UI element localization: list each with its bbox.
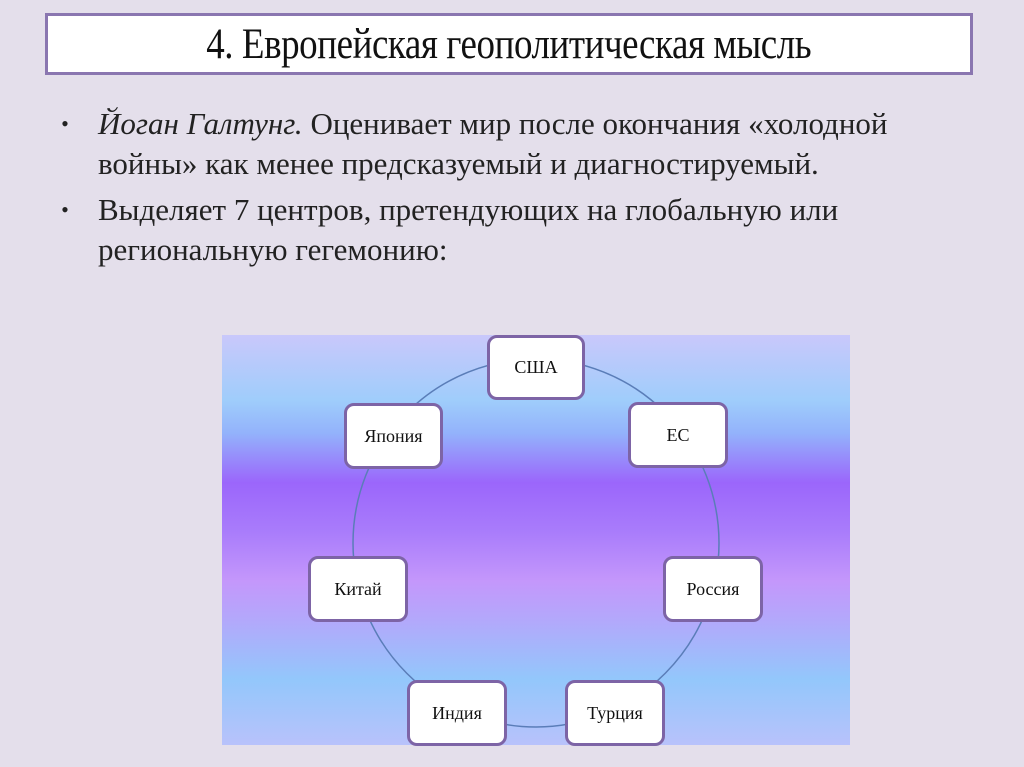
node-usa[interactable]: США	[487, 335, 585, 400]
author-name: Йоган Галтунг.	[98, 106, 303, 141]
node-japan[interactable]: Япония	[344, 403, 443, 469]
node-label: Индия	[432, 702, 482, 723]
node-india[interactable]: Индия	[407, 680, 507, 746]
bullet-list: • Йоган Галтунг. Оценивает мир после око…	[55, 104, 975, 276]
node-russia[interactable]: Россия	[663, 556, 763, 622]
bullet-text: Выделяет 7 центров, претендующих на глоб…	[98, 192, 839, 267]
node-label: ЕС	[666, 424, 690, 445]
slide-title: 4. Европейская геополитическая мысль	[206, 20, 812, 68]
bullet-body: Оценивает мир после окончания «холодной …	[98, 106, 888, 181]
node-turkey[interactable]: Турция	[565, 680, 665, 746]
bullet-text: Йоган Галтунг. Оценивает мир после оконч…	[98, 104, 975, 184]
node-eu[interactable]: ЕС	[628, 402, 728, 468]
bullet-item: • Выделяет 7 центров, претендующих на гл…	[55, 190, 975, 270]
node-label: Япония	[364, 425, 423, 446]
bullet-item: • Йоган Галтунг. Оценивает мир после око…	[55, 104, 975, 184]
node-china[interactable]: Китай	[308, 556, 408, 622]
bullet-dot-icon: •	[61, 197, 69, 222]
node-label: Россия	[686, 578, 740, 599]
node-label: США	[514, 357, 558, 377]
slide-title-box: 4. Европейская геополитическая мысль	[45, 13, 973, 75]
bullet-dot-icon: •	[61, 111, 69, 136]
node-label: Турция	[587, 702, 643, 723]
node-label: Китай	[334, 578, 382, 599]
